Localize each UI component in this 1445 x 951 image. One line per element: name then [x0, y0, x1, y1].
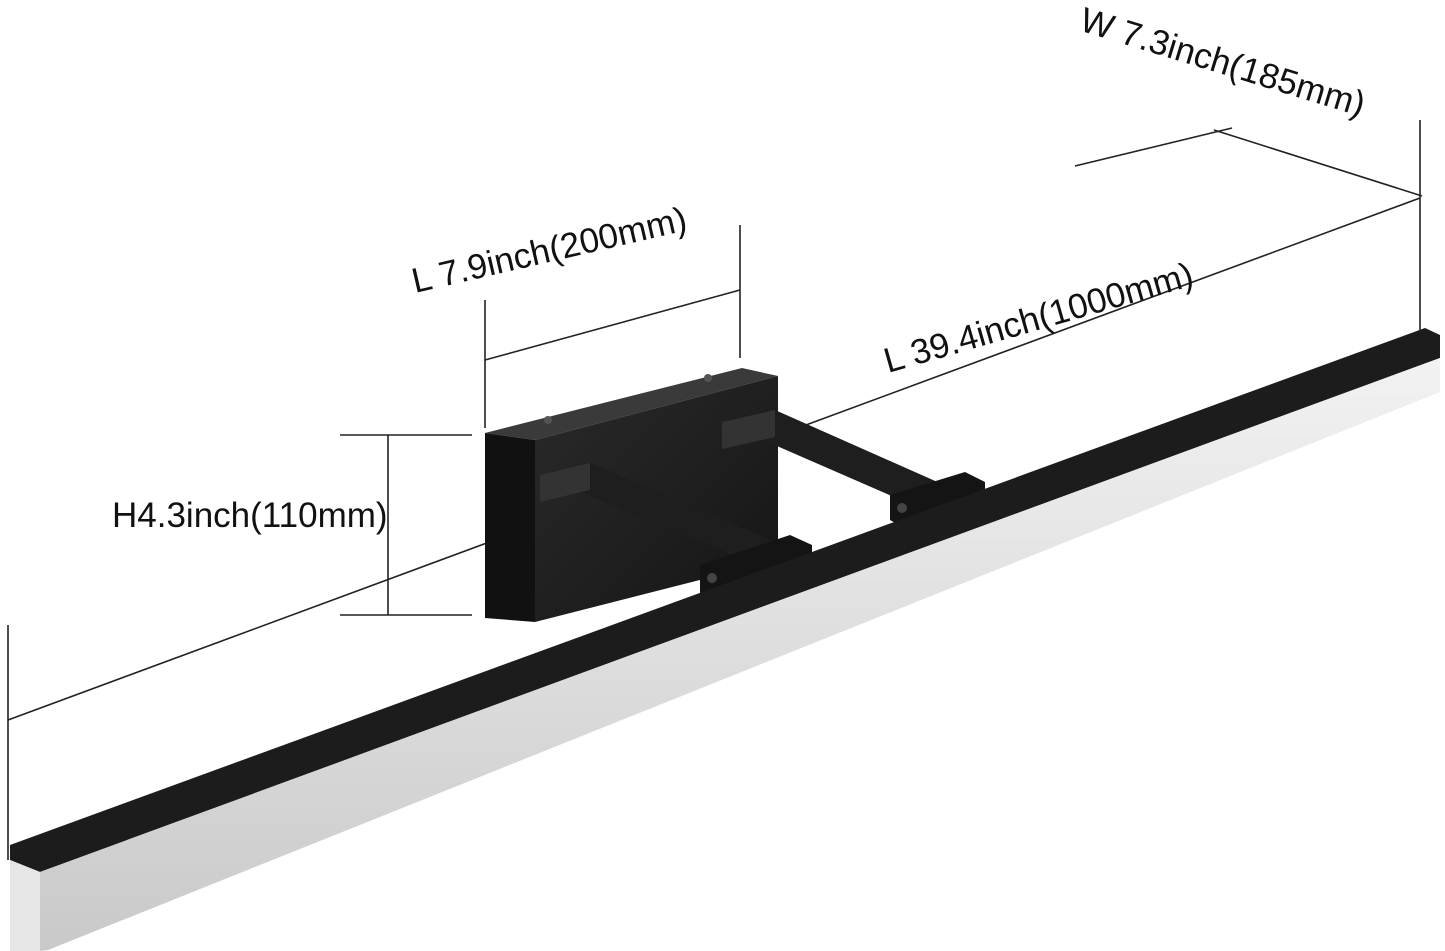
total-length-label: L 39.4inch(1000mm) [879, 255, 1197, 381]
width-label: W 7.3inch(185mm) [1076, 0, 1370, 124]
screw-icon [707, 573, 717, 583]
width-dimension-lines [1074, 120, 1423, 330]
plate-length-dimension-lines [484, 225, 741, 428]
screw-icon [897, 503, 907, 513]
height-label: H4.3inch(110mm) [112, 496, 388, 535]
screw-icon [704, 374, 712, 382]
height-dimension-lines [340, 434, 472, 616]
screw-icon [544, 416, 552, 424]
led-light-bar [10, 328, 1440, 951]
plate-length-label: L 7.9inch(200mm) [408, 200, 690, 301]
